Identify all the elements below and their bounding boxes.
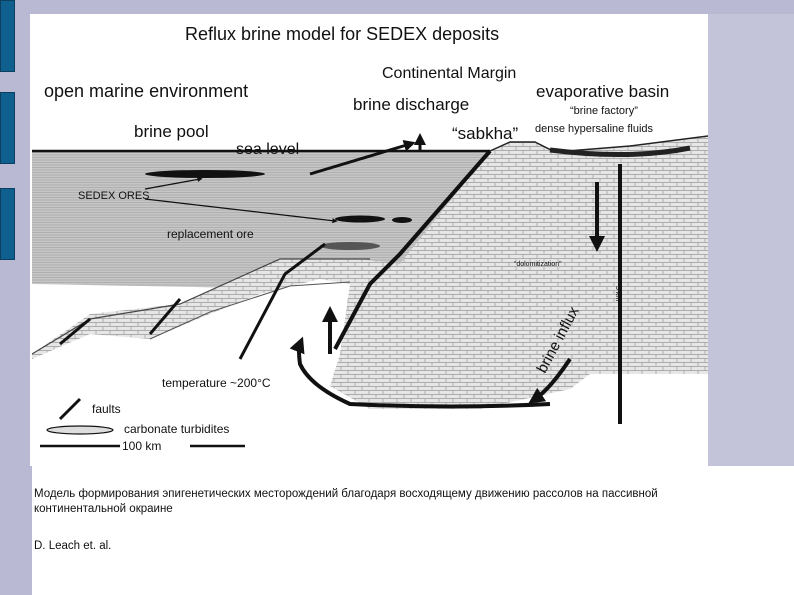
- turbidite-legend-symbol: [46, 425, 114, 435]
- continental-margin-label: Continental Margin: [382, 65, 516, 82]
- marine-sediments: [32, 151, 490, 289]
- turbidites-legend-label: carbonate turbidites: [124, 422, 229, 436]
- sea-level-label: sea level: [236, 141, 299, 158]
- brine-pool-label: brine pool: [134, 122, 209, 141]
- figure-caption: Модель формирования эпигенетических мест…: [34, 488, 658, 515]
- figure-author: D. Leach et. al.: [34, 540, 112, 552]
- brine-factory-label: “brine factory”: [570, 105, 638, 117]
- slide-left-margin: [0, 0, 32, 595]
- accent-bar-2: [0, 92, 15, 164]
- fault-legend-symbol: [58, 397, 82, 421]
- sabkha-label: “sabkha”: [452, 124, 518, 143]
- brine-discharge-label: brine discharge: [353, 95, 469, 114]
- open-marine-label: open marine environment: [44, 81, 248, 101]
- basin-floor: [32, 279, 615, 466]
- diagram-title: Reflux brine model for SEDEX deposits: [185, 24, 499, 44]
- temperature-label: temperature ~200°C: [162, 376, 271, 390]
- dolomitization-label: “dolomitization”: [514, 261, 562, 268]
- faults-legend-label: faults: [92, 402, 121, 416]
- slide-top-border: [0, 0, 794, 14]
- evaporative-basin-label: evaporative basin: [536, 82, 669, 101]
- scale-label: 100 km: [122, 439, 161, 453]
- ore-lens: [145, 170, 265, 178]
- sedex-ores-label: SEDEX ORES: [78, 190, 150, 202]
- sedex-diagram: 5 km Reflux brine model for SEDEX deposi…: [30, 14, 709, 466]
- dense-fluids-label: dense hypersaline fluids: [535, 123, 654, 135]
- replacement-ore-label: replacement ore: [167, 227, 254, 241]
- caption-area: [32, 466, 794, 595]
- accent-bar-3: [0, 188, 15, 260]
- accent-bar-1: [0, 0, 15, 72]
- depth-label: 5 km: [614, 286, 621, 301]
- main-fault: [333, 149, 492, 350]
